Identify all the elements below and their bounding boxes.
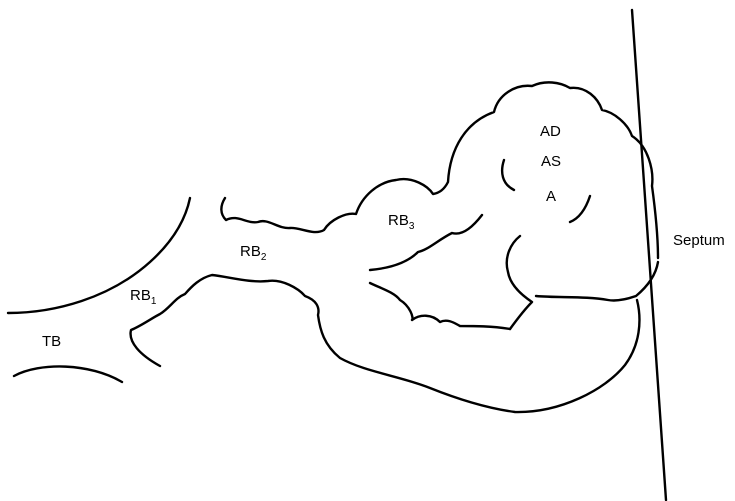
- label-as: AS: [541, 153, 561, 170]
- alveolar-cluster-lower-edge: [534, 260, 660, 302]
- respiratory-bronchiole-upper-wall: [220, 81, 660, 260]
- respiratory-bronchiole-lower-wall: [129, 273, 641, 414]
- label-rb3-base: RB: [388, 212, 409, 229]
- terminal-bronchiole-upper-wall: [6, 196, 192, 315]
- label-rb1: RB1: [130, 287, 157, 307]
- alveolar-duct-inner-right: [505, 234, 534, 331]
- alveolar-sac-inner-lower: [368, 281, 512, 331]
- label-rb3: RB3: [388, 212, 415, 232]
- label-rb2-sub: 2: [261, 252, 267, 263]
- label-rb2-base: RB: [240, 243, 261, 260]
- alveolar-duct-mouth-right: [568, 194, 592, 224]
- label-rb1-sub: 1: [151, 296, 157, 307]
- label-rb2: RB2: [240, 243, 267, 263]
- terminal-bronchiole-lower-wall: [12, 365, 124, 384]
- label-rb3-sub: 3: [409, 221, 415, 232]
- label-ad: AD: [540, 123, 561, 140]
- alveolar-duct-mouth-left: [500, 158, 516, 192]
- alveolar-sac-inner-upper: [368, 213, 484, 272]
- label-rb1-base: RB: [130, 287, 151, 304]
- label-septum: Septum: [673, 232, 725, 249]
- label-tb: TB: [42, 333, 61, 350]
- label-a: A: [546, 188, 556, 205]
- septum-line: [630, 8, 668, 501]
